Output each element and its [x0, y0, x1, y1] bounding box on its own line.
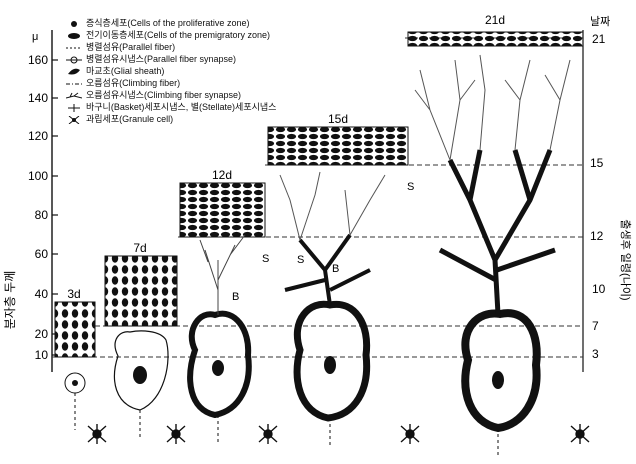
axis-unit: μ — [32, 31, 38, 43]
legend-text-climbing-synapse: 오름섬유시냅스(Climbing fiber synapse) — [86, 90, 241, 100]
granule-cell-2 — [166, 424, 186, 444]
legend-text-basket-stellate: 바구니(Basket)세포시냅스, 별(Stellate)세포시냅스 — [86, 102, 277, 112]
day-tick-15: 15 — [590, 156, 604, 170]
granule-cell-5 — [570, 424, 590, 444]
dashed-line-icon — [66, 47, 82, 49]
stage-label-7d: 7d — [133, 241, 146, 255]
day-tick-3: 3 — [592, 347, 599, 361]
right-axis-label: 출생후 일령(나이) — [619, 219, 633, 300]
cross-line-icon — [68, 104, 80, 112]
granule-cell-1 — [87, 424, 107, 444]
granule-cell-3 — [258, 424, 278, 444]
branch-icon — [66, 92, 82, 99]
star-cell-icon — [68, 116, 80, 124]
legend-text-parallel-fiber: 병렬섬유(Parallel fiber) — [86, 42, 176, 52]
day-tick-10: 10 — [592, 282, 606, 296]
synapse-icon — [66, 56, 82, 64]
legend-text-glial-sheath: 마교초(Glial sheath) — [86, 66, 165, 76]
y-tick-100: 100 — [28, 169, 48, 183]
stage-3d: 3d — [54, 287, 96, 430]
leaf-icon — [68, 68, 80, 75]
day-tick-12: 12 — [590, 229, 604, 243]
stage-7d: 7d — [104, 241, 178, 440]
y-tick-40: 40 — [35, 287, 49, 301]
marker-s-12d: S — [262, 253, 269, 265]
dash-dot-line-icon — [66, 83, 82, 85]
marker-b-15d: B — [332, 263, 339, 275]
left-axis: μ 160 140 120 100 80 60 40 20 10 분자층 두께 — [3, 30, 58, 372]
stage-label-12d: 12d — [212, 168, 232, 182]
y-tick-20: 20 — [35, 327, 49, 341]
legend-text-granule: 과립세포(Granule cell) — [86, 114, 174, 124]
legend-text-premigratory: 전기이동층세포(Cells of the premigratory zone) — [86, 30, 271, 40]
right-axis: 날짜 21 15 12 10 7 3 출생후 일령(나이) — [582, 15, 633, 372]
granule-cell-4 — [400, 424, 420, 444]
stage-label-3d: 3d — [67, 287, 80, 301]
stage-label-15d: 15d — [328, 112, 348, 126]
black-dot-icon — [71, 21, 77, 27]
day-tick-21: 21 — [592, 32, 606, 46]
stage-markers: B S B S S — [232, 181, 414, 303]
y-tick-10: 10 — [35, 348, 49, 362]
marker-s-15d: S — [297, 254, 304, 266]
marker-b-12d: B — [232, 291, 239, 303]
y-tick-60: 60 — [35, 247, 49, 261]
stage-label-21d: 21d — [485, 13, 505, 27]
y-tick-120: 120 — [28, 129, 48, 143]
y-tick-80: 80 — [35, 208, 49, 222]
black-oval-icon — [68, 33, 80, 39]
stage-12d: 12d — [179, 168, 266, 445]
stage-21d: 21d — [407, 13, 584, 455]
y-axis-label: 분자층 두께 — [3, 271, 17, 330]
y-tick-140: 140 — [28, 91, 48, 105]
right-axis-header: 날짜 — [590, 15, 610, 28]
legend-text-parallel-synapse: 병렬섬유시냅스(Parallel fiber synapse) — [86, 54, 236, 64]
legend-text-climbing-fiber: 오름섬유(Climbing fiber) — [86, 78, 181, 88]
marker-s-21d: S — [407, 181, 414, 193]
stage-15d: 15d — [267, 112, 409, 445]
y-tick-160: 160 — [28, 53, 48, 67]
legend-text-proliferative: 증식층세포(Cells of the proliferative zone) — [86, 18, 250, 28]
day-tick-7: 7 — [592, 319, 599, 333]
granule-cells — [87, 424, 590, 444]
